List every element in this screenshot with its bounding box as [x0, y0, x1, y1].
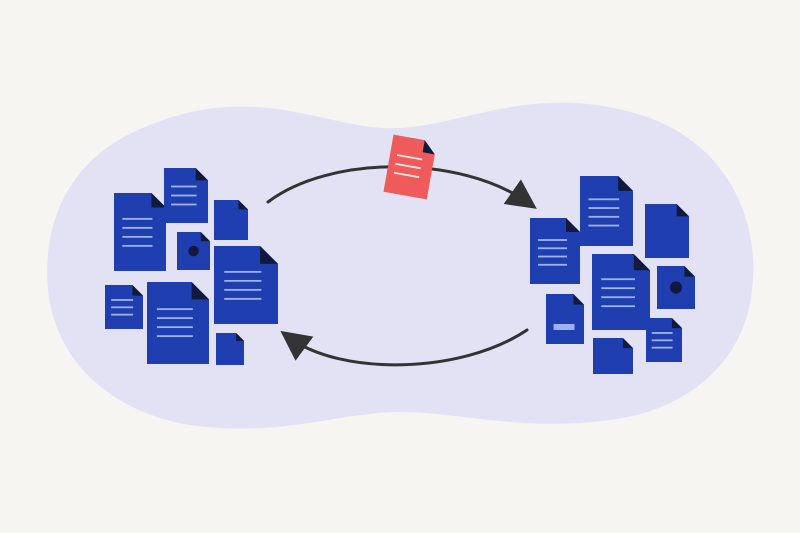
document-icon: [646, 318, 682, 362]
document-icon: [214, 200, 248, 240]
left-document-cluster: [105, 168, 278, 365]
highlighted-document-icon: [383, 134, 435, 200]
document-icon: [530, 218, 580, 284]
document-icon: [147, 282, 209, 364]
document-icon: [383, 134, 435, 200]
document-icon: [546, 294, 584, 344]
document-icon: [216, 333, 244, 365]
document-icon: [164, 168, 208, 223]
document-icon: [592, 254, 650, 330]
right-document-cluster: [530, 176, 695, 374]
document-icon: [593, 338, 633, 374]
document-icon: [657, 266, 695, 309]
bottom-arrow-icon: [280, 328, 529, 367]
document-icon: [214, 246, 278, 324]
document-icon: [580, 176, 633, 246]
document-icon: [114, 193, 166, 271]
document-icon: [105, 285, 143, 329]
document-icon: [645, 204, 689, 258]
document-icon: [177, 232, 210, 270]
